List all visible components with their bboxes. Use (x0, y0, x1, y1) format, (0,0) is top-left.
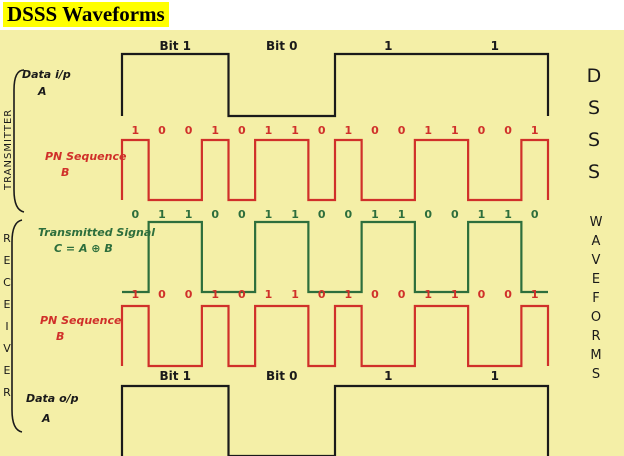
pn-sequence-rx-bit-label: 0 (185, 288, 193, 301)
data-output-sublabel: A (41, 412, 51, 425)
receiver-letter: E (4, 364, 11, 377)
pn-sequence-tx-bit-label: 0 (185, 124, 193, 137)
pn-sequence-tx-sublabel: B (61, 166, 69, 179)
pn-sequence-tx-bit-label: 1 (211, 124, 219, 137)
data-input-bit-label: 1 (384, 39, 392, 53)
dsss-letter: D (587, 65, 602, 87)
waveforms-letter: F (592, 291, 599, 306)
pn-sequence-tx-bit-label: 0 (318, 124, 326, 137)
transmitter-bracket (13, 69, 25, 213)
pn-sequence-tx-bit-label: 0 (371, 124, 379, 137)
transmitted-signal-bit-label: 1 (478, 208, 486, 221)
transmitter-label: TRANSMITTER (3, 109, 14, 191)
pn-sequence-rx-label: PN Sequence (40, 314, 122, 327)
pn-sequence-rx-bit-label: 1 (344, 288, 352, 301)
waveforms-letter: W (590, 215, 603, 230)
data-input-bit-label: Bit 1 (159, 39, 191, 53)
transmitted-signal-bit-label: 1 (504, 208, 512, 221)
waveforms-letter: E (592, 272, 600, 287)
pn-sequence-rx-bit-label: 1 (131, 288, 139, 301)
transmitted-signal-sublabel: C = A ⊕ B (54, 242, 113, 255)
pn-sequence-tx-bit-label: 1 (531, 124, 539, 137)
receiver-bracket (11, 219, 23, 433)
transmitted-signal-bit-label: 0 (131, 208, 139, 221)
transmitted-signal-bit-label: 1 (265, 208, 273, 221)
pn-sequence-tx-bit-label: 1 (451, 124, 459, 137)
receiver-letter: C (3, 276, 11, 289)
transmitted-signal-bit-label: 0 (451, 208, 459, 221)
pn-sequence-rx-bit-label: 0 (504, 288, 512, 301)
pn-sequence-rx-bit-label: 1 (211, 288, 219, 301)
data-input-label: Data i/p (22, 68, 71, 81)
transmitted-signal-bit-label: 1 (158, 208, 166, 221)
transmitted-signal-bit-label: 0 (211, 208, 219, 221)
data-output-bit-label: 1 (491, 369, 499, 383)
page-title: DSSS Waveforms (3, 2, 169, 27)
data-input-bit-label: 1 (491, 39, 499, 53)
pn-sequence-rx-bit-label: 0 (371, 288, 379, 301)
pn-sequence-rx-bit-label: 0 (238, 288, 246, 301)
transmitted-signal-bit-label: 0 (424, 208, 432, 221)
data-output-label: Data o/p (26, 392, 79, 405)
transmitted-signal-bit-label: 1 (398, 208, 406, 221)
pn-sequence-tx-bit-label: 1 (344, 124, 352, 137)
transmitted-signal-bit-label: 1 (291, 208, 299, 221)
transmitted-signal-bit-label: 0 (344, 208, 352, 221)
transmitted-signal-bit-label: 0 (238, 208, 246, 221)
transmitted-signal-bit-label: 1 (185, 208, 193, 221)
pn-sequence-tx-bit-label: 0 (478, 124, 486, 137)
transmitted-signal-bit-label: 0 (318, 208, 326, 221)
pn-sequence-rx-bit-label: 1 (265, 288, 273, 301)
data-output-bit-label: Bit 0 (266, 369, 298, 383)
pn-sequence-tx-bit-label: 0 (504, 124, 512, 137)
receiver-letter: R (3, 232, 11, 245)
pn-sequence-tx-bit-label: 0 (398, 124, 406, 137)
dsss-letter: S (588, 97, 600, 119)
pn-sequence-rx-bit-label: 1 (451, 288, 459, 301)
data-input-sublabel: A (37, 85, 47, 98)
waveforms-letter: V (592, 253, 601, 268)
waveforms-letter: A (592, 234, 601, 249)
pn-sequence-rx-bit-label: 0 (318, 288, 326, 301)
data-output-bit-label: 1 (384, 369, 392, 383)
pn-sequence-rx-waveform (120, 304, 550, 368)
pn-sequence-tx-label: PN Sequence (45, 150, 127, 163)
pn-sequence-rx-bit-label: 0 (478, 288, 486, 301)
transmitted-signal-label: Transmitted Signal (38, 226, 155, 239)
receiver-letter: R (3, 386, 11, 399)
transmitted-signal-bit-label: 0 (531, 208, 539, 221)
dsss-letter: S (588, 161, 600, 183)
pn-sequence-rx-sublabel: B (56, 330, 64, 343)
pn-sequence-rx-bit-label: 1 (424, 288, 432, 301)
pn-sequence-rx-bit-label: 0 (398, 288, 406, 301)
receiver-letter: V (3, 342, 11, 355)
waveforms-letter: R (591, 329, 600, 344)
pn-sequence-tx-bit-label: 0 (158, 124, 166, 137)
waveforms-letter: M (590, 348, 601, 363)
pn-sequence-rx-bit-label: 0 (158, 288, 166, 301)
transmitted-signal-bit-label: 1 (371, 208, 379, 221)
data-input-waveform (120, 52, 550, 118)
receiver-letter: E (4, 254, 11, 267)
transmitted-signal-waveform (122, 220, 548, 294)
waveforms-letter: S (592, 367, 600, 382)
pn-sequence-tx-bit-label: 1 (291, 124, 299, 137)
data-output-waveform (120, 384, 550, 456)
data-output-bit-label: Bit 1 (159, 369, 191, 383)
receiver-letter: I (5, 320, 8, 333)
pn-sequence-tx-waveform (120, 138, 550, 202)
pn-sequence-rx-bit-label: 1 (531, 288, 539, 301)
pn-sequence-tx-bit-label: 1 (131, 124, 139, 137)
pn-sequence-tx-bit-label: 0 (238, 124, 246, 137)
dsss-letter: S (588, 129, 600, 151)
waveforms-letter: O (591, 310, 601, 325)
receiver-letter: E (4, 298, 11, 311)
pn-sequence-tx-bit-label: 1 (424, 124, 432, 137)
data-input-bit-label: Bit 0 (266, 39, 298, 53)
pn-sequence-tx-bit-label: 1 (265, 124, 273, 137)
pn-sequence-rx-bit-label: 1 (291, 288, 299, 301)
